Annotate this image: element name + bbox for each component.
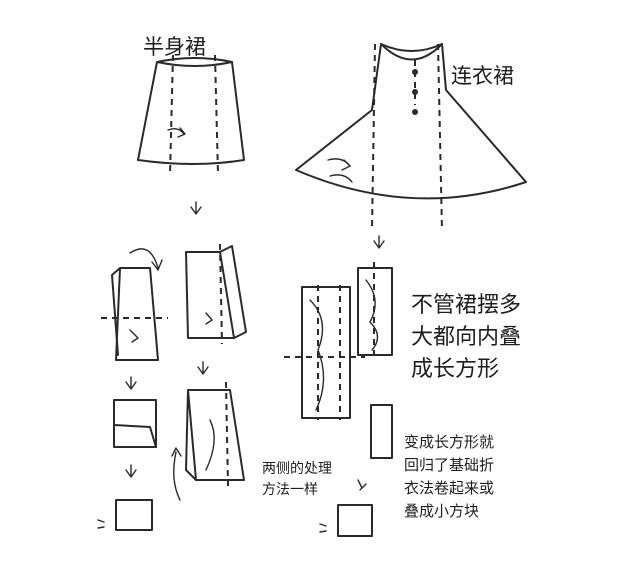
skirt-step-folded xyxy=(185,243,247,345)
down-arrows xyxy=(125,361,209,478)
note-hem: 不管裙摆多 大都向内叠 成长方形 xyxy=(411,293,522,382)
dress-drawing xyxy=(295,43,527,231)
down-arrow xyxy=(190,201,202,215)
skirt-roll xyxy=(97,499,153,531)
skirt-rectangle xyxy=(113,399,157,448)
note-rectangle: 变成长方形就 回归了基础折 衣法卷起来或 叠成小方块 xyxy=(404,433,495,520)
skirt-step-fold-side xyxy=(101,248,168,361)
note-both-sides: 两侧的处理 方法一样 xyxy=(262,461,332,498)
dress-step-fold xyxy=(284,285,365,420)
down-arrow-dress xyxy=(373,235,385,249)
skirt-step-other-side xyxy=(171,381,245,501)
skirt-drawing xyxy=(137,54,245,176)
dress-step-folded xyxy=(357,262,393,360)
dress-rectangle xyxy=(357,404,393,491)
dress-title: 连衣裙 xyxy=(451,64,514,88)
dress-roll xyxy=(319,504,373,537)
skirt-title: 半身裙 xyxy=(143,35,206,59)
